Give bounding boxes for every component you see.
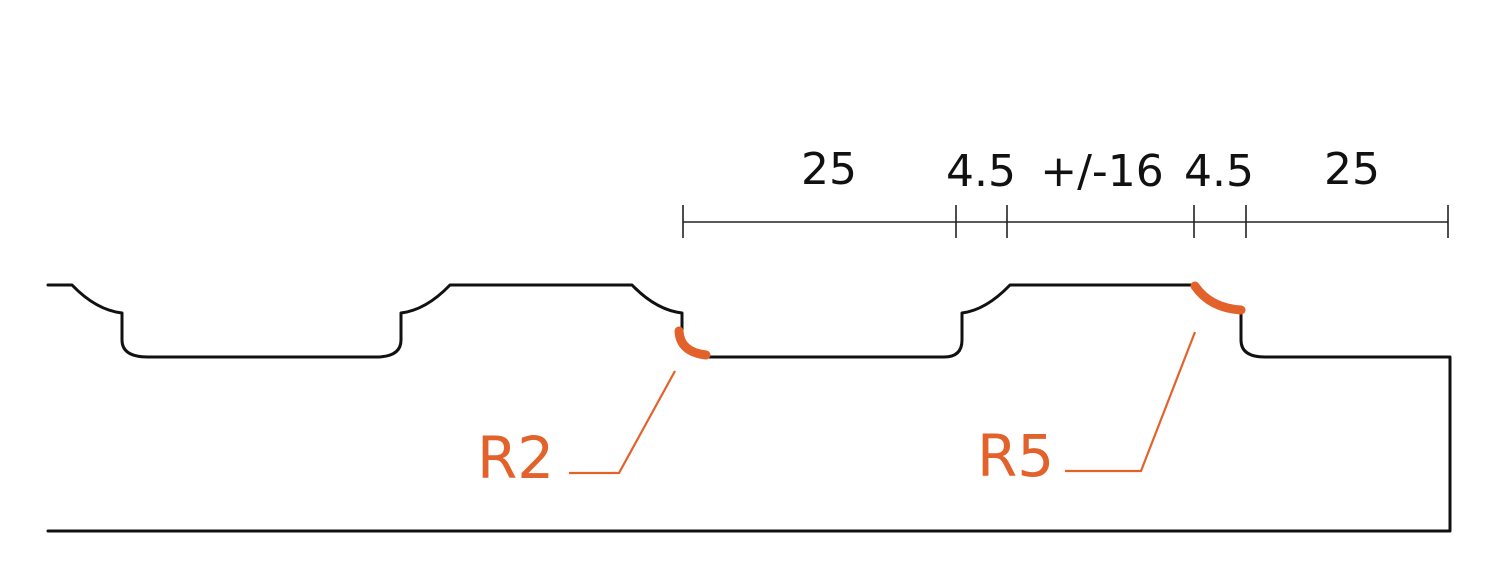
radius-r2-label: R2 [477,424,554,492]
board-profile-outline [46,283,1452,533]
radius-r5-arc [1190,281,1246,315]
dimension-label: +/-16 [1040,146,1164,197]
radius-r2-leader [569,370,676,475]
dimension-line [682,205,1449,238]
dimension-label: 4.5 [946,146,1016,197]
dimension-label: 25 [1324,144,1380,195]
radius-r5-label: R5 [977,422,1054,490]
dimension-label: 25 [801,144,857,195]
dimension-label: 4.5 [1184,146,1254,197]
radius-r2-arc [674,326,711,360]
radius-r5-leader [1065,331,1197,473]
